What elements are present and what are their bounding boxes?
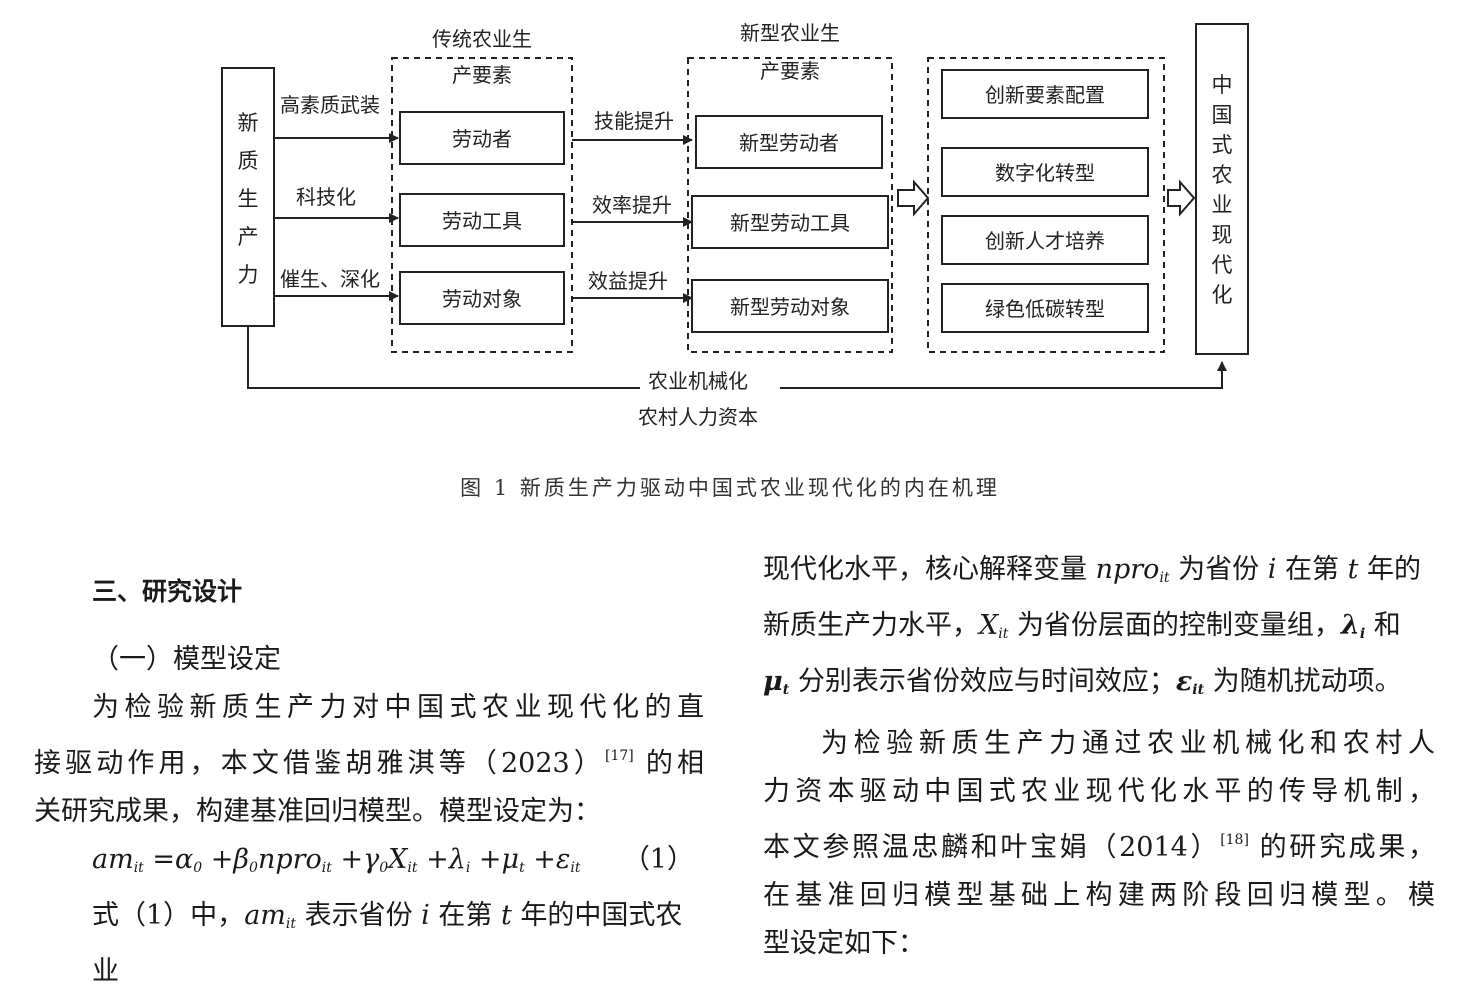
text: 年的 bbox=[1367, 554, 1422, 585]
box-new-labor-objects bbox=[691, 279, 889, 333]
para1-line: 关研究成果，构建基准回归模型。模型设定为： bbox=[34, 796, 601, 827]
para2-text: 式（1）中， bbox=[92, 900, 245, 931]
box-new-laborer bbox=[695, 115, 883, 169]
left-box-char: 生 bbox=[238, 187, 259, 211]
text: 和 bbox=[1373, 610, 1401, 641]
group2-title: 新型农业生 bbox=[740, 21, 840, 45]
left-box-char: 产 bbox=[238, 225, 259, 249]
hollow-arrow-2 bbox=[1167, 179, 1196, 217]
formula-expression: amit =α0 +β0nproit +γ0Xit +λi +μt +εit bbox=[92, 844, 581, 876]
mid-label: 效率提升 bbox=[592, 193, 672, 217]
reference-18: [18] bbox=[1220, 832, 1249, 848]
right-box-char: 代 bbox=[1212, 253, 1233, 277]
group-traditional-factors bbox=[391, 57, 573, 353]
right-line-1: 现代化水平，核心解释变量 nproit 为省份 i 在第 t 年的 bbox=[763, 554, 1422, 586]
figure-caption: 图 1 新质生产力驱动中国式农业现代化的内在机理 bbox=[460, 476, 1000, 500]
text: 为省份层面的控制变量组， bbox=[1016, 610, 1341, 641]
arrow-label: 催生、深化 bbox=[280, 267, 380, 291]
bottom-label-mechanization: 农业机械化 bbox=[648, 369, 748, 393]
right-box-agri-modernization bbox=[1195, 23, 1249, 355]
box-label: 数字化转型 bbox=[995, 161, 1095, 185]
text: 为省份 bbox=[1178, 554, 1260, 585]
box-talent-cultivation bbox=[941, 215, 1149, 265]
right-line-2: 新质生产力水平，Xit 为省份层面的控制变量组，λi 和 bbox=[763, 610, 1401, 642]
group-new-factors bbox=[687, 57, 893, 353]
right-box-char: 式 bbox=[1212, 133, 1233, 157]
box-new-labor-objects-label: 新型劳动对象 bbox=[730, 295, 850, 319]
mid-label: 技能提升 bbox=[594, 109, 674, 133]
box-label: 创新要素配置 bbox=[985, 83, 1105, 107]
box-green-transformation bbox=[941, 283, 1149, 333]
text: 为随机扰动项。 bbox=[1212, 666, 1402, 697]
hollow-arrow-1 bbox=[897, 179, 930, 217]
box-digital-transformation bbox=[941, 147, 1149, 197]
mid-label: 效益提升 bbox=[588, 269, 668, 293]
group2-title: 产要素 bbox=[760, 59, 820, 83]
para1-text: 的相 bbox=[641, 748, 705, 779]
left-column: 三、研究设计 （一）模型设定 为检验新质生产力对中国式农业现代化的直 接驱动作用… bbox=[34, 568, 704, 996]
box-labor-tools-label: 劳动工具 bbox=[442, 209, 522, 233]
box-label: 创新人才培养 bbox=[985, 229, 1105, 253]
box-label: 绿色低碳转型 bbox=[985, 297, 1105, 321]
group1-title: 传统农业生 bbox=[432, 27, 532, 51]
group1-title: 产要素 bbox=[452, 63, 512, 87]
box-laborer-label: 劳动者 bbox=[452, 127, 512, 151]
para-line: 力资本驱动中国式农业现代化水平的传导机制， bbox=[763, 776, 1435, 807]
text: 的研究成果， bbox=[1256, 832, 1435, 863]
box-new-labor-tools-label: 新型劳动工具 bbox=[730, 211, 850, 235]
bottom-path-line bbox=[247, 326, 640, 389]
right-box-char: 现 bbox=[1212, 223, 1233, 247]
box-laborer bbox=[399, 111, 565, 165]
text: 本文参照温忠麟和叶宝娟（2014） bbox=[763, 832, 1221, 863]
para2-line: 式（1）中，amit 表示省份 i 在第 t 年的中国式农业 bbox=[92, 900, 683, 987]
text: 在第 bbox=[1284, 554, 1339, 585]
right-box-char: 农 bbox=[1212, 163, 1233, 187]
text: 分别表示省份效应与时间效应； bbox=[797, 666, 1176, 697]
text: 新质生产力水平， bbox=[763, 610, 979, 641]
box-innovation-allocation bbox=[941, 69, 1149, 119]
bottom-label-human-capital: 农村人力资本 bbox=[638, 405, 758, 429]
left-box-char: 新 bbox=[238, 111, 259, 135]
group-pathways bbox=[927, 57, 1165, 353]
right-box-char: 国 bbox=[1212, 103, 1233, 127]
mechanism-diagram: 新 质 生 产 力 高素质武装 科技化 催生、深化 传统农业生 产要素 劳动者 … bbox=[221, 21, 1249, 429]
left-box-char: 力 bbox=[238, 263, 259, 287]
box-labor-objects-label: 劳动对象 bbox=[442, 287, 522, 311]
para-line: 本文参照温忠麟和叶宝娟（2014）[18] 的研究成果， bbox=[763, 816, 1435, 872]
right-box-char: 化 bbox=[1212, 283, 1233, 307]
sub-heading: （一）模型设定 bbox=[92, 644, 281, 675]
formula-1: amit =α0 +β0nproit +γ0Xit +λi +μt +εit （1… bbox=[34, 836, 704, 892]
para1-line: 接驱动作用，本文借鉴胡雅淇等（2023）[17] 的相 bbox=[34, 732, 704, 788]
right-box-char: 中 bbox=[1212, 73, 1233, 97]
box-new-labor-tools bbox=[691, 195, 889, 249]
arrow-label: 高素质武装 bbox=[280, 93, 380, 117]
left-box-char: 质 bbox=[238, 149, 259, 173]
para1-line: 为检验新质生产力对中国式农业现代化的直 bbox=[92, 692, 704, 723]
para-line: 为检验新质生产力通过农业机械化和农村人 bbox=[821, 728, 1435, 759]
right-box-char: 业 bbox=[1212, 193, 1233, 217]
para1-text: 接驱动作用，本文借鉴胡雅淇等（2023） bbox=[34, 748, 605, 779]
section-heading: 三、研究设计 bbox=[92, 577, 243, 606]
box-new-laborer-label: 新型劳动者 bbox=[739, 131, 839, 155]
text: 现代化水平，核心解释变量 bbox=[763, 554, 1087, 585]
box-labor-objects bbox=[399, 271, 565, 325]
right-line-3: μt 分别表示省份效应与时间效应；εit 为随机扰动项。 bbox=[763, 666, 1402, 698]
right-column: 现代化水平，核心解释变量 nproit 为省份 i 在第 t 年的 新质生产力水… bbox=[763, 546, 1435, 968]
bottom-path-line-2 bbox=[780, 361, 1227, 389]
equation-number: （1） bbox=[622, 844, 694, 875]
para-line: 型设定如下： bbox=[763, 928, 925, 959]
reference-17: [17] bbox=[604, 748, 634, 764]
para-line: 在基准回归模型基础上构建两阶段回归模型。模 bbox=[763, 880, 1435, 911]
box-labor-tools bbox=[399, 193, 565, 247]
arrow-label: 科技化 bbox=[296, 185, 356, 209]
